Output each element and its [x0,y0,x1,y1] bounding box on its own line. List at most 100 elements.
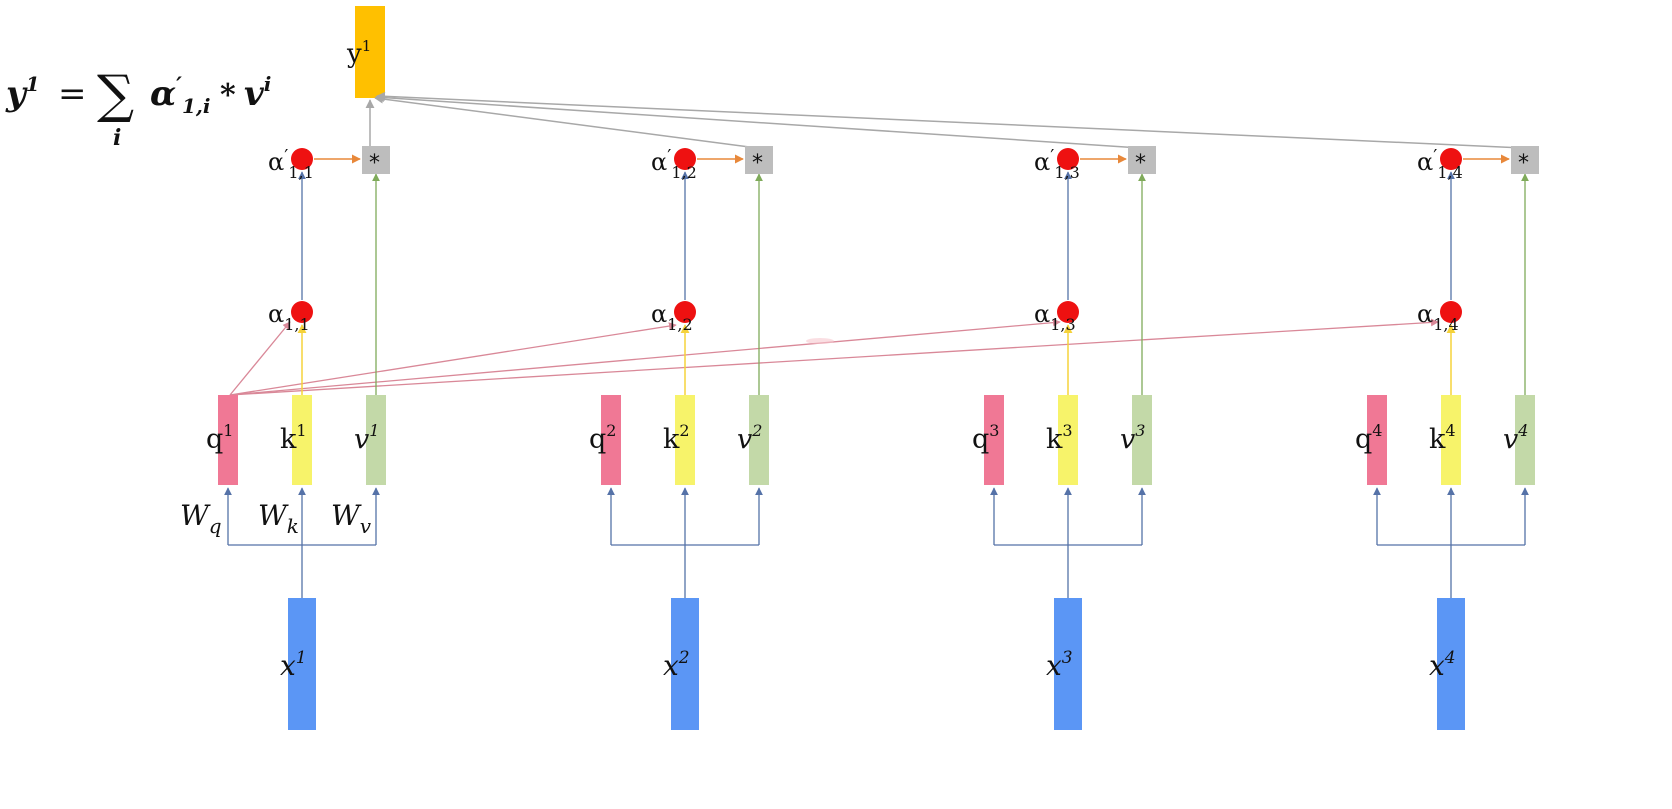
alpha-sub: 1,2 [667,315,692,334]
formula-sum: ∑ [97,65,134,125]
formula-sum-index: i [113,125,121,151]
formula-alpha-sub: 1,i [182,94,210,118]
formula-lhs: y [5,74,28,114]
v-block [1515,395,1535,485]
svg-text:Wv: Wv [331,499,372,538]
alpha-label: α [1417,300,1433,328]
q-block [1367,395,1387,485]
x-block [1054,598,1082,730]
formula-alpha-prime: ′ [176,73,182,99]
multiply-symbol: * [752,151,763,176]
q-sup: 4 [1372,421,1382,440]
svg-text:α′1,1: α′1,1 [268,146,314,182]
svg-text:q4: q4 [1355,421,1382,455]
k-sup: 2 [679,421,689,440]
alpha-prime-label: α [1034,148,1050,176]
output-sup: 1 [362,37,372,55]
alpha-prime-node [291,148,313,170]
multiply-symbol: * [369,151,380,176]
x-block [288,598,316,730]
alpha-node [1057,301,1079,323]
arrow-mult4-to-output [376,91,1524,149]
alpha-label: α [268,300,284,328]
q-label: q [589,424,606,455]
alpha-prime-node [1057,148,1079,170]
formula-v-sup: i [264,72,272,96]
q-block [218,395,238,485]
x-label: x [280,649,296,682]
k-block [1441,395,1461,485]
v-label: v [1503,424,1518,455]
multiply-box [1128,146,1156,174]
weight-k-sub: k [287,514,299,538]
smudge-mark [806,338,834,344]
svg-text:α′1,i: α′1,i [150,73,210,118]
multiply-box [745,146,773,174]
formula-times: * [220,78,236,113]
svg-text:α′1,3: α′1,3 [1034,146,1080,182]
k-label: k [1046,424,1063,455]
x-label: x [1429,649,1445,682]
output-arrows [365,91,1524,150]
formula-equals: = [58,74,87,114]
k-block [292,395,312,485]
q-label: q [1355,424,1372,455]
query-arrow-1 [229,321,291,396]
alpha-prime-label: α [651,148,667,176]
q-sup: 1 [223,421,233,440]
output-label: y [346,39,362,69]
formula-alpha: α [150,74,176,114]
q-sup: 2 [606,421,616,440]
v-label: v [1120,424,1135,455]
arrow-mult3-to-output [375,93,1141,149]
v-sup: 1 [369,421,379,440]
k-label: k [1429,424,1446,455]
q-block [984,395,1004,485]
svg-text:vi: vi [244,72,271,114]
x-block [671,598,699,730]
x-sup: 3 [1062,648,1073,668]
svg-text:k4: k4 [1429,421,1456,455]
query-arrow-4 [229,318,1439,396]
alpha-prime-sub: 1,4 [1437,163,1462,182]
alpha-node [674,301,696,323]
alpha-prime-node [1440,148,1462,170]
alpha-label: α [651,300,667,328]
q-block [601,395,621,485]
svg-text:v2: v2 [737,421,762,455]
k-block [675,395,695,485]
output-node: y1 [346,6,385,98]
k-sup: 1 [296,421,306,440]
k-sup: 4 [1445,421,1455,440]
q-label: q [206,424,223,455]
alpha-prime-mark: ′ [1050,146,1054,167]
v-sup: 3 [1135,421,1145,440]
x-block [1437,598,1465,730]
alpha-sub: 1,3 [1050,315,1075,334]
svg-text:q2: q2 [589,421,616,455]
svg-text:α1,2: α1,2 [651,300,693,334]
alpha-sub: 1,4 [1433,315,1458,334]
v-block [366,395,386,485]
svg-text:α′1,2: α′1,2 [651,146,697,182]
svg-text:α1,4: α1,4 [1417,300,1459,334]
alpha-prime-label: α [268,148,284,176]
svg-text:k3: k3 [1046,421,1073,455]
x-sup: 1 [296,648,307,668]
svg-text:x2: x2 [663,648,690,682]
svg-text:v1: v1 [354,421,379,455]
svg-text:v3: v3 [1120,421,1145,455]
svg-text:α′1,4: α′1,4 [1417,146,1463,182]
svg-text:Wq: Wq [180,499,222,538]
svg-text:x4: x4 [1429,648,1456,682]
k-label: k [663,424,680,455]
query-arrow-2 [229,322,677,396]
multiply-symbol: * [1518,151,1529,176]
q-sup: 3 [989,421,999,440]
